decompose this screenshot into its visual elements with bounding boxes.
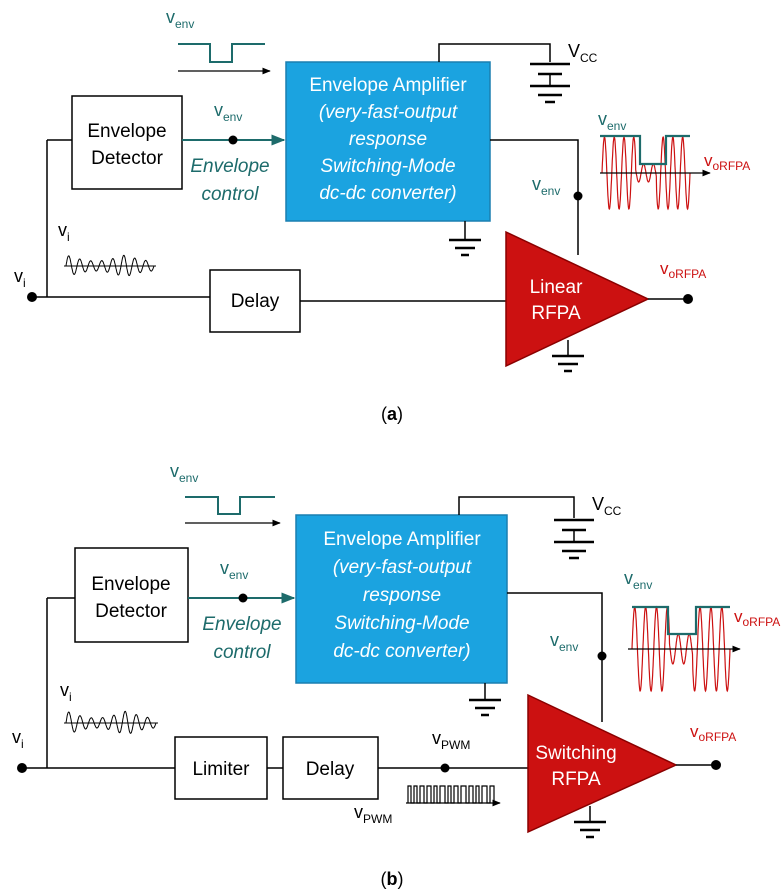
delay-label: Delay <box>231 291 280 312</box>
ground-symbol <box>449 221 481 257</box>
envelope-control-label: Envelope <box>202 614 281 635</box>
rfpa-label: RFPA <box>531 303 581 324</box>
envelope-detector-box <box>74 547 189 643</box>
envelope-amplifier-title: Envelope Amplifier <box>323 529 481 550</box>
vorfpa-output-waveform <box>600 134 711 211</box>
vcc-battery-symbol <box>530 62 570 104</box>
venv-supply-node <box>573 191 583 201</box>
venv-wave-label: venv <box>624 568 652 592</box>
venv-mid-label: venv <box>220 558 248 582</box>
switching-rfpa-triangle <box>527 693 678 834</box>
vorfpa-wave-label: voRFPA <box>734 607 780 629</box>
ground-symbol <box>574 806 606 839</box>
panel-b: Envelope Detector Envelope Amplifier (ve… <box>12 461 780 889</box>
envelope-amplifier-desc: response <box>349 129 427 150</box>
envelope-amplifier-desc: Switching-Mode <box>320 156 455 177</box>
venv-step-waveform <box>185 496 275 515</box>
output-node <box>711 760 721 770</box>
envelope-amplifier-desc: dc-dc converter) <box>319 183 456 204</box>
envelope-amplifier-desc: dc-dc converter) <box>333 641 470 662</box>
vcc-battery-symbol <box>554 518 594 560</box>
input-node <box>27 292 37 302</box>
rfpa-label: Linear <box>530 277 583 298</box>
delay-label: Delay <box>306 759 355 780</box>
input-node <box>17 763 27 773</box>
limiter-label: Limiter <box>192 759 250 780</box>
vcc-label: VCC <box>568 41 598 65</box>
wire <box>438 43 551 62</box>
limiter-box <box>174 736 268 800</box>
vi-input-waveform <box>64 710 158 734</box>
venv-node <box>228 135 238 145</box>
venv-top-label: venv <box>170 461 198 485</box>
vpwm-waveform <box>406 785 501 807</box>
vorfpa-output-waveform <box>628 605 741 693</box>
envelope-control-label: control <box>213 642 271 663</box>
wire <box>490 139 579 255</box>
venv-wave-label: venv <box>598 109 626 133</box>
vi-small-label: vi <box>60 680 72 704</box>
envelope-detector-label: Detector <box>95 601 167 622</box>
delay-box <box>282 736 379 800</box>
output-node <box>683 294 693 304</box>
vi-input-label: vi <box>14 266 26 290</box>
envelope-control-label: control <box>201 184 259 205</box>
envelope-amplifier-desc: (very-fast-output <box>333 557 472 578</box>
envelope-amplifier-box <box>285 61 491 222</box>
venv-step-waveform <box>178 43 265 63</box>
ground-symbol <box>552 340 584 373</box>
envelope-amplifier-title: Envelope Amplifier <box>309 75 467 96</box>
envelope-detector-label: Detector <box>91 148 163 169</box>
venv-right-label: venv <box>550 630 578 654</box>
venv-node <box>238 593 248 603</box>
vorfpa-out-label: voRFPA <box>660 259 706 281</box>
vi-input-label: vi <box>12 727 24 751</box>
caption-b: (b) <box>381 869 404 889</box>
venv-supply-node <box>597 651 607 661</box>
vpwm-wave-label: vPWM <box>354 802 392 826</box>
envelope-amplifier-desc: response <box>363 585 441 606</box>
wire <box>507 592 603 722</box>
envelope-detector-label: Envelope <box>87 121 166 142</box>
envelope-amplifier-desc: (very-fast-output <box>319 102 458 123</box>
vpwm-node <box>440 763 450 773</box>
envelope-amplifier-desc: Switching-Mode <box>334 613 469 634</box>
vorfpa-out-label: voRFPA <box>690 722 736 744</box>
vpwm-node-label: vPWM <box>432 728 470 752</box>
vcc-label: VCC <box>592 494 622 518</box>
vi-small-label: vi <box>58 220 70 244</box>
panel-a: Envelope Detector Envelope Amplifier (ve… <box>14 7 750 424</box>
vi-input-waveform <box>64 254 156 277</box>
envelope-detector-box <box>71 95 183 190</box>
envelope-control-label: Envelope <box>190 156 269 177</box>
ground-symbol <box>469 683 501 717</box>
wire <box>458 496 575 518</box>
rfpa-label: RFPA <box>551 769 601 790</box>
caption-a: (a) <box>381 404 403 424</box>
venv-top-label: venv <box>166 7 194 31</box>
venv-mid-label: venv <box>214 100 242 124</box>
linear-rfpa-triangle <box>505 230 650 368</box>
vorfpa-wave-label: voRFPA <box>704 151 750 173</box>
rfpa-label: Switching <box>535 743 616 764</box>
envelope-amplifier-box <box>295 514 508 684</box>
envelope-detector-label: Envelope <box>91 574 170 595</box>
venv-right-label: venv <box>532 174 560 198</box>
